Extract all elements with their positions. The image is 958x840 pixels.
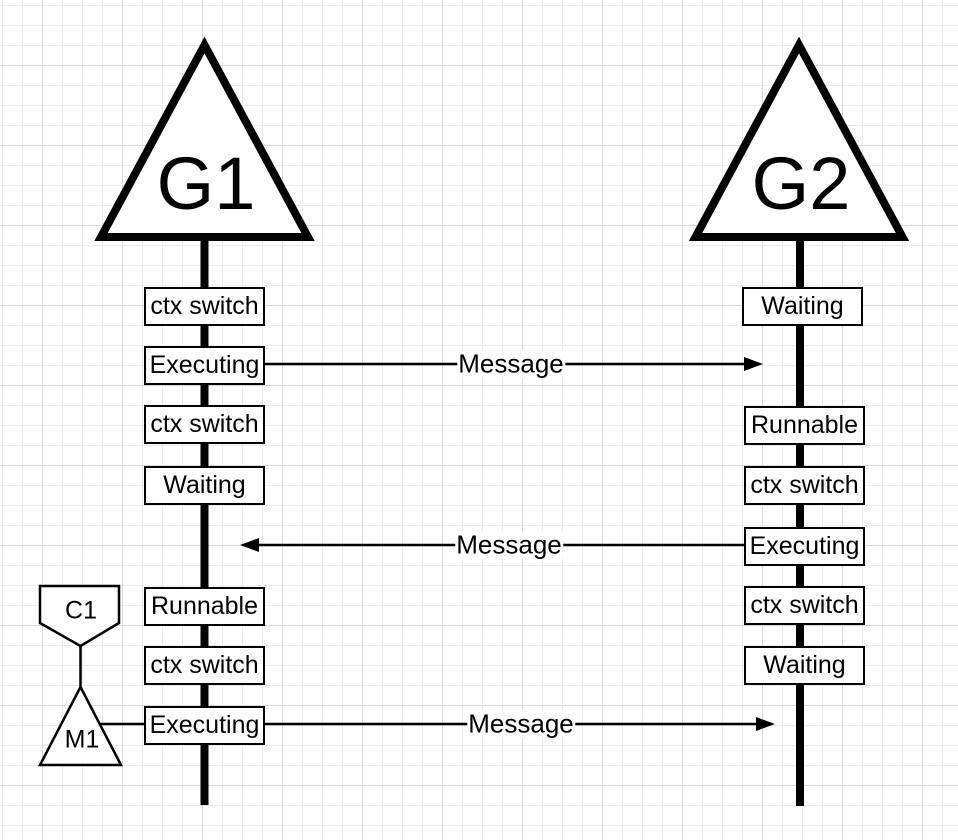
message-1-arrowhead-icon	[744, 357, 763, 371]
g1-state-box-ctx-switch-3: ctx switch	[144, 646, 265, 685]
g2-state-box-waiting-1: Waiting	[742, 287, 863, 326]
g1-lifeline	[200, 237, 209, 805]
g1-head-triangle	[94, 36, 315, 241]
g1-head-label: G1	[156, 142, 256, 225]
m1-label: M1	[64, 725, 100, 754]
g2-lifeline	[796, 237, 804, 806]
message-3-label: Message	[467, 708, 575, 739]
message-1-label: Message	[457, 348, 565, 379]
g2-state-box-ctx-switch-1: ctx switch	[744, 466, 865, 505]
g2-state-box-waiting-2: Waiting	[744, 646, 865, 685]
m1-triangle	[37, 684, 124, 767]
c1-channel-pentagon	[38, 584, 121, 648]
message-2-label: Message	[455, 529, 563, 560]
g1-state-box-executing-1: Executing	[144, 346, 265, 385]
g2-state-box-ctx-switch-2: ctx switch	[744, 586, 865, 625]
g2-head-triangle	[688, 36, 910, 241]
c1-channel-label: C1	[65, 596, 97, 625]
g2-state-box-runnable: Runnable	[744, 406, 865, 445]
g2-head-label: G2	[751, 142, 851, 225]
g1-state-box-runnable: Runnable	[144, 587, 265, 626]
g2-state-box-executing: Executing	[744, 527, 865, 566]
message-3-arrowhead-icon	[756, 717, 775, 731]
g1-state-box-executing-2: Executing	[144, 706, 265, 745]
g1-state-box-waiting: Waiting	[144, 466, 265, 505]
g1-state-box-ctx-switch-1: ctx switch	[144, 287, 265, 326]
g1-state-box-ctx-switch-2: ctx switch	[144, 405, 265, 444]
message-2-arrowhead-icon	[240, 538, 259, 552]
